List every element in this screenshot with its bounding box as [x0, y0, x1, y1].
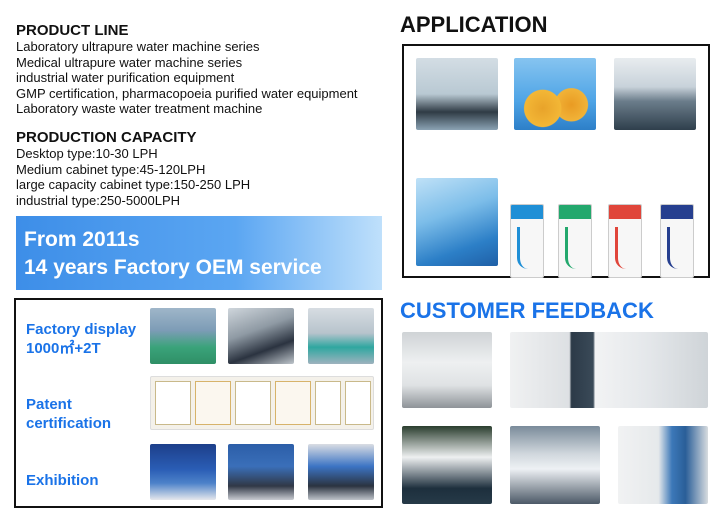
certificate-image	[315, 381, 341, 425]
customer-feedback-heading: CUSTOMER FEEDBACK	[400, 298, 654, 323]
list-item: large capacity cabinet type:150-250 LPH	[16, 177, 251, 192]
certificate-image	[155, 381, 191, 425]
certificate-image	[275, 381, 311, 425]
list-item: Laboratory ultrapure water machine serie…	[16, 39, 260, 54]
list-item: industrial water purification equipment	[16, 70, 235, 85]
flasks-photo	[514, 58, 596, 130]
product-line-heading: PRODUCT LINE	[16, 22, 129, 39]
factory-display-label: Factory display 1000㎡+2T	[26, 320, 136, 358]
factory-photo	[150, 308, 216, 364]
product-line-list: Laboratory ultrapure water machine serie…	[16, 39, 358, 117]
application-panel	[402, 44, 710, 278]
patent-label-line2: certification	[26, 415, 112, 432]
laboratory-photo	[614, 58, 696, 130]
water-machine-image	[608, 204, 642, 278]
certificate-image	[195, 381, 231, 425]
list-item: Laboratory waste water treatment machine	[16, 101, 263, 116]
exhibition-photo	[150, 444, 216, 500]
exhibition-photo	[308, 444, 374, 500]
list-item: Desktop type:10-30 LPH	[16, 146, 158, 161]
operating-room-photo	[416, 58, 498, 130]
certificate-image	[235, 381, 271, 425]
production-capacity-heading: PRODUCTION CAPACITY	[16, 129, 197, 146]
exhibition-label: Exhibition	[26, 472, 99, 489]
list-item: Medium cabinet type:45-120LPH	[16, 161, 206, 177]
list-item: Medical ultrapure water machine series	[16, 54, 243, 70]
patent-label-line1: Patent	[26, 396, 72, 413]
feedback-photo	[402, 426, 492, 504]
oem-banner: From 2011s 14 years Factory OEM service	[16, 216, 382, 290]
exhibition-photo	[228, 444, 294, 500]
water-machine-image	[510, 204, 544, 278]
feedback-photo	[510, 332, 708, 408]
certificate-image	[345, 381, 371, 425]
feedback-photo	[618, 426, 708, 504]
production-capacity-list: Desktop type:10-30 LPH Medium cabinet ty…	[16, 146, 250, 208]
application-heading: APPLICATION	[400, 12, 548, 37]
factory-panel: Factory display 1000㎡+2T Patent certific…	[14, 298, 383, 508]
list-item: industrial type:250-5000LPH	[16, 192, 181, 208]
factory-photo	[308, 308, 374, 364]
factory-display-label-line1: Factory display	[26, 321, 137, 338]
feedback-photo	[402, 332, 492, 408]
list-item: GMP certification, pharmacopoeia purifie…	[16, 85, 358, 101]
banner-line-2: 14 years Factory OEM service	[24, 256, 322, 279]
factory-photo	[228, 308, 294, 364]
water-machine-image	[558, 204, 592, 278]
patent-label: Patent certification	[26, 395, 111, 433]
water-machine-image	[660, 204, 694, 278]
microscope-photo	[416, 178, 498, 266]
certificates-strip	[150, 376, 374, 430]
factory-display-label-line2: 1000㎡+2T	[26, 340, 101, 357]
banner-line-1: From 2011s	[24, 228, 140, 251]
feedback-photo	[510, 426, 600, 504]
